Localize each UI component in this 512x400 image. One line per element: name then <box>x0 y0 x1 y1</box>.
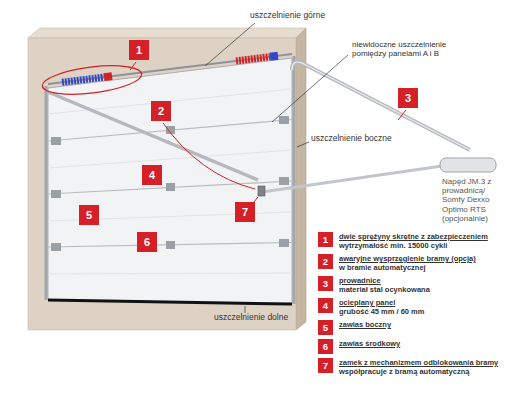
part-detail: grubość 45 mm / 60 mm <box>339 307 505 316</box>
side-hinge <box>279 177 289 185</box>
callout-number-text: 2 <box>323 256 328 267</box>
legend-number: 4ocieplany panelgrubość 45 mm / 60 mm <box>318 298 333 313</box>
leader-line <box>245 306 246 313</box>
side-hinge <box>51 243 61 251</box>
part-name: awaryjne wysprzęglenie bramy (opcja) <box>339 254 505 263</box>
door-leaf <box>48 58 292 304</box>
leader-line <box>163 123 255 189</box>
callout-number: 7 <box>235 202 255 222</box>
part-detail: współpracuje z bramą automatyczną <box>339 367 505 376</box>
side-hinge <box>279 116 289 124</box>
callout-number: 6 <box>137 232 157 252</box>
side-hinge <box>51 190 61 198</box>
seal-label: niewidoczne uszczelnienie pomiędzy panel… <box>352 40 470 58</box>
callout-number-text: 3 <box>405 92 411 104</box>
callout-number-text: 7 <box>242 206 248 218</box>
legend-number: 3prowadnicemateriał stal ocynkowana <box>318 276 333 291</box>
panel-seam <box>48 181 292 194</box>
legend-number: 7zamek z mechanizmem odblokowania bramyw… <box>318 358 333 373</box>
part-detail: w bramie automatycznej <box>339 263 505 272</box>
callout-number-text: 1 <box>323 234 328 245</box>
callout-number: 3 <box>398 88 418 108</box>
center-hinge <box>166 183 175 191</box>
part-name: dwie sprężyny skrętne z zabezpieczeniem <box>339 232 505 241</box>
callout-number-text: 6 <box>323 341 328 352</box>
leader-line <box>130 62 136 70</box>
highlight-ellipse <box>41 61 143 99</box>
leader-line <box>297 142 309 147</box>
opener-rail <box>262 166 442 192</box>
callout-number: 4 <box>142 165 162 185</box>
part-detail: materiał stal ocynkowana <box>339 285 505 294</box>
torsion-spring <box>62 77 104 82</box>
legend-description: prowadnicemateriał stal ocynkowana <box>339 276 505 294</box>
part-name: zamek z mechanizmem odblokowania bramy <box>339 358 505 367</box>
torsion-spring <box>236 57 270 61</box>
callout-number-text: 5 <box>323 322 328 333</box>
side-hinge <box>51 137 61 145</box>
legend-description: zawias boczny <box>339 320 505 329</box>
spring-shaft <box>48 54 292 84</box>
horizontal-track <box>292 62 470 150</box>
leader-line <box>205 23 255 66</box>
callout-number-text: 3 <box>323 278 328 289</box>
seal-label: uszczelnienie dolne <box>214 313 288 323</box>
part-name: zawias boczny <box>339 320 505 329</box>
opener-label: Napęd JM.3 z prowadnicą/ Somfy Dexxo Opt… <box>442 177 500 223</box>
panel-rib <box>48 150 292 168</box>
leader-line <box>272 55 348 122</box>
wall-top <box>28 28 306 38</box>
lock-handle <box>258 186 265 196</box>
callout-number-text: 5 <box>86 209 92 221</box>
callout-number-text: 1 <box>136 44 142 56</box>
legend-description: zawias środkowy <box>339 339 505 348</box>
side-track <box>293 56 296 304</box>
callout-number-text: 2 <box>158 105 164 117</box>
spring-cone <box>270 56 278 57</box>
legend-description: zamek z mechanizmem odblokowania bramyws… <box>339 358 505 376</box>
bottom-seal <box>48 300 292 304</box>
callout-number-text: 4 <box>149 169 155 181</box>
legend-number: 2awaryjne wysprzęglenie bramy (opcja)w b… <box>318 254 333 269</box>
legend-number: 5zawias boczny <box>318 320 333 335</box>
wall-front <box>28 38 296 330</box>
callout-number: 5 <box>79 205 99 225</box>
callout-number-text: 7 <box>323 360 328 371</box>
opener-body <box>440 158 496 172</box>
panel-rib <box>48 273 292 274</box>
side-track <box>45 86 48 300</box>
callout-number: 1 <box>129 40 149 60</box>
wall-side <box>296 28 306 330</box>
part-name: ocieplany panel <box>339 298 505 307</box>
callout-number: 2 <box>151 101 171 121</box>
legend-number: 6zawias środkowy <box>318 339 333 354</box>
seal-label: uszczelnienie górne <box>250 11 325 21</box>
legend-number: 1dwie sprężyny skrętne z zabezpieczeniem… <box>318 232 333 247</box>
legend-description: awaryjne wysprzęglenie bramy (opcja)w br… <box>339 254 505 272</box>
part-name: zawias środkowy <box>339 339 505 348</box>
part-name: prowadnice <box>339 276 505 285</box>
callout-number-text: 4 <box>323 300 328 311</box>
horizontal-track-highlight <box>292 62 470 150</box>
panel-seam <box>48 120 292 142</box>
spring-cone <box>104 76 112 77</box>
legend-description: ocieplany panelgrubość 45 mm / 60 mm <box>339 298 505 316</box>
side-hinge <box>279 239 289 247</box>
center-hinge <box>166 241 175 249</box>
seal-label: uszczelnienie boczne <box>311 134 392 144</box>
leader-line <box>398 110 406 120</box>
legend-description: dwie sprężyny skrętne z zabezpieczeniemw… <box>339 232 505 250</box>
callout-number-text: 6 <box>144 236 150 248</box>
part-detail: wytrzymałość min. 15000 cykli <box>339 241 505 250</box>
